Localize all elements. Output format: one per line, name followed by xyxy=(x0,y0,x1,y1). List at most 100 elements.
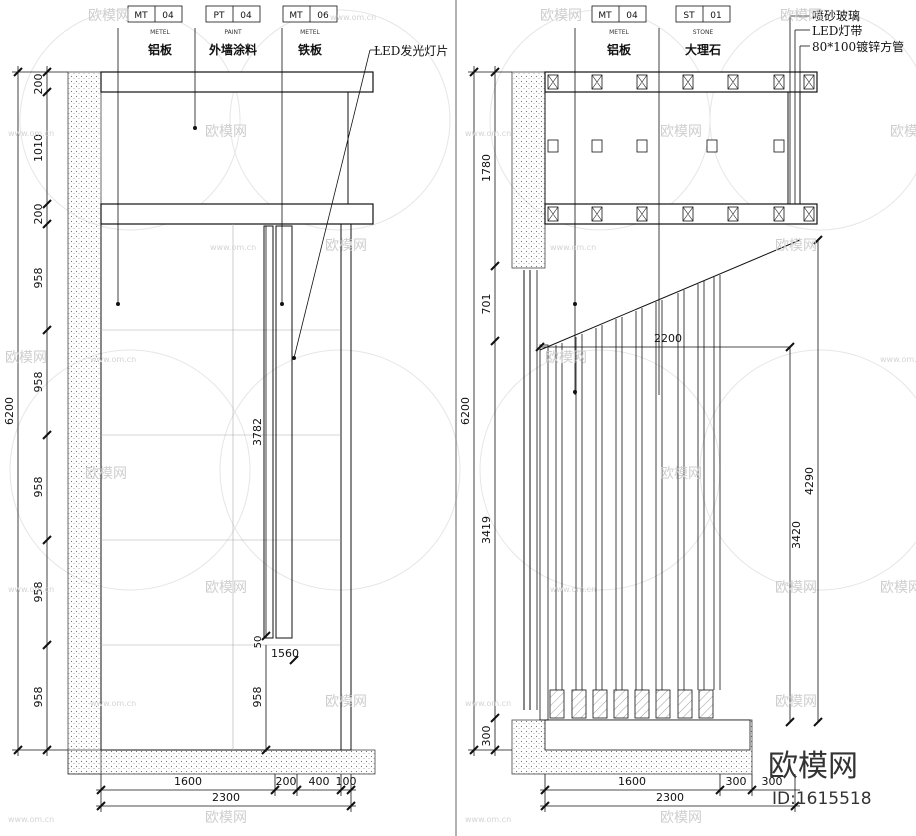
svg-text:200: 200 xyxy=(32,74,45,95)
id-label: ID:1615518 xyxy=(772,789,872,809)
svg-text:LED灯带: LED灯带 xyxy=(812,24,862,38)
inner-dim-3782: 3782 xyxy=(251,418,264,446)
left-tag-1-label: 铝板 xyxy=(148,42,173,57)
svg-text:100: 100 xyxy=(336,775,357,788)
svg-text:958: 958 xyxy=(32,582,45,603)
svg-text:www.om.cn: www.om.cn xyxy=(8,815,54,824)
svg-text:200: 200 xyxy=(32,204,45,225)
svg-text:www.om.cn: www.om.cn xyxy=(465,699,511,708)
svg-text:METEL: METEL xyxy=(609,29,629,36)
right-tag-1-label: 铝板 xyxy=(607,42,632,57)
svg-text:701: 701 xyxy=(480,294,493,315)
right-tag-2: ST 01 STONE 大理石 xyxy=(675,5,731,57)
svg-text:04: 04 xyxy=(240,11,252,21)
left-vertical-dims: 200 1010 200 958 958 958 958 958 6200 xyxy=(3,74,45,708)
svg-text:300: 300 xyxy=(762,775,783,788)
left-total-width: 2300 xyxy=(212,791,240,804)
svg-text:200: 200 xyxy=(276,775,297,788)
svg-text:欧模网: 欧模网 xyxy=(775,580,817,596)
svg-text:4290: 4290 xyxy=(803,467,816,495)
svg-text:1010: 1010 xyxy=(32,134,45,162)
svg-text:欧模网: 欧模网 xyxy=(5,350,47,366)
svg-text:欧模网: 欧模网 xyxy=(768,749,858,784)
svg-text:958: 958 xyxy=(32,687,45,708)
svg-text:www.om.cn: www.om.cn xyxy=(90,355,136,364)
svg-text:MT: MT xyxy=(598,11,612,21)
left-tag-2-label: 外墙涂料 xyxy=(209,42,257,57)
svg-text:www.om.cn: www.om.cn xyxy=(550,243,596,252)
svg-text:喷砂玻璃: 喷砂玻璃 xyxy=(812,9,860,23)
brand-logo: 欧模网 ID:1615518 xyxy=(768,749,872,809)
svg-text:www.om.cn: www.om.cn xyxy=(465,129,511,138)
right-callouts: 喷砂玻璃 LED灯带 80*100镀锌方管 xyxy=(790,9,904,54)
svg-text:欧模网: 欧模网 xyxy=(325,694,367,710)
svg-text:50: 50 xyxy=(253,636,264,649)
watermarks: 欧模网 www.om.cn 欧模网 www.om.cn 欧模网 www.om.c… xyxy=(5,8,916,826)
svg-text:06: 06 xyxy=(317,11,329,21)
svg-text:欧模网: 欧模网 xyxy=(660,466,702,482)
svg-text:80*100镀锌方管: 80*100镀锌方管 xyxy=(812,39,904,54)
svg-text:欧模网: 欧模网 xyxy=(660,124,702,140)
right-bottom-dims: 1600 300 300 2300 xyxy=(618,775,783,804)
svg-text:400: 400 xyxy=(309,775,330,788)
right-wall-hatch xyxy=(511,71,546,269)
svg-text:www.om.cn: www.om.cn xyxy=(330,13,376,22)
svg-text:1600: 1600 xyxy=(174,775,202,788)
right-tag-1: MT 04 METEL 铝板 xyxy=(591,5,647,57)
left-tag-3: MT 06 METEL 铁板 xyxy=(282,5,338,57)
svg-text:www.om.cn: www.om.cn xyxy=(8,129,54,138)
svg-text:欧模网: 欧模网 xyxy=(660,810,702,826)
svg-text:www.om.cn: www.om.cn xyxy=(8,585,54,594)
svg-text:www.om.cn: www.om.cn xyxy=(880,355,916,364)
svg-text:欧模网: 欧模网 xyxy=(775,694,817,710)
background-arcs xyxy=(9,9,916,591)
steel-frame-top xyxy=(544,71,818,93)
right-total-height: 6200 xyxy=(459,397,472,425)
svg-text:PT: PT xyxy=(214,11,225,21)
fin-footings xyxy=(549,689,714,719)
svg-text:ST: ST xyxy=(683,11,695,21)
svg-text:METEL: METEL xyxy=(300,29,320,36)
svg-text:www.om.cn: www.om.cn xyxy=(465,815,511,824)
svg-text:www.om.cn: www.om.cn xyxy=(90,699,136,708)
svg-text:欧模网: 欧模网 xyxy=(775,238,817,254)
svg-text:MT: MT xyxy=(289,11,303,21)
left-tag-2: PT 04 PAINT 外墙涂料 xyxy=(205,5,261,57)
tube-marks xyxy=(547,74,815,222)
svg-text:04: 04 xyxy=(162,11,174,21)
right-elevation: MT 04 METEL 铝板 ST 01 STONE 大理石 喷砂玻璃 LED灯… xyxy=(459,5,904,812)
left-tag-1: MT 04 METEL 铝板 xyxy=(127,5,183,57)
svg-text:欧模网: 欧模网 xyxy=(88,8,130,24)
svg-text:3419: 3419 xyxy=(480,516,493,544)
svg-text:STONE: STONE xyxy=(693,29,714,36)
led-light-slot xyxy=(263,225,274,639)
svg-text:欧模网: 欧模网 xyxy=(205,810,247,826)
left-bottom-dims: 1600 200 400 100 2300 xyxy=(174,775,357,804)
svg-text:958: 958 xyxy=(32,477,45,498)
left-elevation: MT 04 METEL 铝板 PT 04 PAINT 外墙涂料 MT 06 ME… xyxy=(3,5,448,812)
svg-text:欧模网: 欧模网 xyxy=(540,8,582,24)
svg-text:958: 958 xyxy=(32,268,45,289)
svg-text:欧模网: 欧模网 xyxy=(205,580,247,596)
svg-text:958: 958 xyxy=(251,687,264,708)
svg-text:04: 04 xyxy=(626,11,638,21)
svg-text:欧模网: 欧模网 xyxy=(325,238,367,254)
left-total-height: 6200 xyxy=(3,397,16,425)
svg-text:欧模网: 欧模网 xyxy=(205,124,247,140)
right-total-width: 2300 xyxy=(656,791,684,804)
svg-text:01: 01 xyxy=(710,11,721,21)
left-ground-hatch xyxy=(67,749,376,775)
right-tag-2-label: 大理石 xyxy=(685,42,721,57)
svg-text:METEL: METEL xyxy=(150,29,170,36)
left-mid-beam xyxy=(100,203,374,225)
svg-text:3420: 3420 xyxy=(790,521,803,549)
left-dim-ticks xyxy=(13,67,52,755)
steel-frame-bottom xyxy=(544,203,818,225)
svg-text:PAINT: PAINT xyxy=(224,29,242,36)
svg-text:欧模网: 欧模网 xyxy=(780,8,822,24)
span-dim-2200: 2200 xyxy=(654,332,682,345)
svg-text:1780: 1780 xyxy=(480,154,493,182)
left-wall-hatch xyxy=(67,71,102,775)
svg-text:300: 300 xyxy=(480,726,493,747)
